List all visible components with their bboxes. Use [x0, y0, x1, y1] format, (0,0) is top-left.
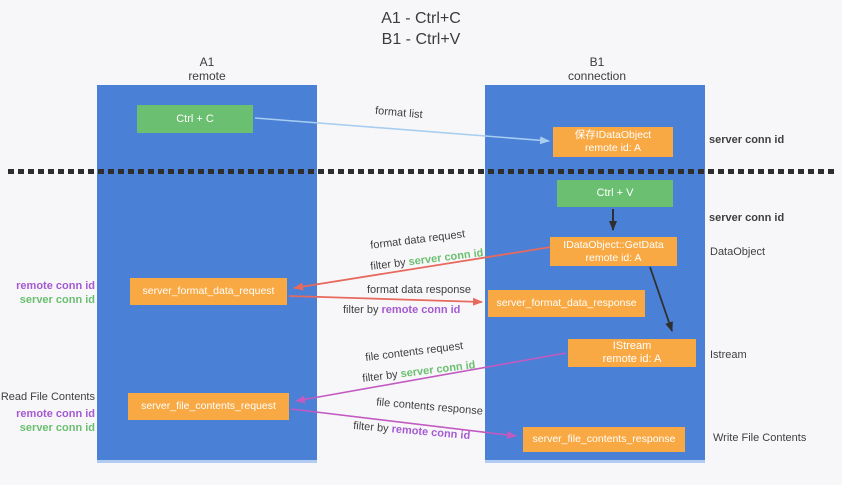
node-server-format-data-response: server_format_data_response [488, 290, 645, 317]
left-label-server-conn-id-1: server conn id [19, 294, 95, 306]
left-label-block-file: Read File Contents remote conn id server… [0, 390, 95, 435]
lane-b1-subtitle: connection [567, 69, 627, 83]
lane-b1-name: B1 [589, 55, 605, 69]
right-label-server-conn-id-top: server conn id [709, 134, 785, 146]
node-istream-line1: IStream [612, 340, 652, 352]
node-ctrl-c: Ctrl + C [137, 105, 253, 133]
edge-label-filter-by-server-conn-id-1: filter by server conn id [370, 247, 484, 273]
right-label-istream: Istream [710, 349, 747, 361]
remote-conn-id-text: remote conn id [381, 304, 461, 316]
node-server-format-data-response-label: server_format_data_response [496, 297, 637, 309]
node-getdata-line2: remote id: A [585, 251, 642, 264]
right-label-write-file-contents: Write File Contents [713, 432, 807, 444]
node-save-idataobject: 保存IDataObject remote id: A [553, 127, 673, 157]
edge-label-filter-by-remote-conn-id-2: filter by remote conn id [353, 420, 471, 442]
edge-label-format-data-request: format data request [369, 228, 466, 252]
filter-by-text: filter by [343, 304, 379, 316]
node-server-file-contents-request: server_file_contents_request [128, 393, 289, 420]
left-label-remote-conn-id-2: remote conn id [16, 408, 95, 420]
server-conn-id-text: server conn id [407, 247, 485, 269]
lane-header-a1: A1 remote [147, 55, 267, 83]
dotted-divider-line [8, 169, 836, 174]
right-label-dataobject: DataObject [710, 246, 766, 258]
node-server-format-data-request-label: server_format_data_request [142, 285, 275, 297]
node-getdata-line1: IDataObject::GetData [563, 238, 664, 251]
node-istream-line2: remote id: A [602, 353, 662, 365]
left-label-server-conn-id-2: server conn id [19, 422, 95, 434]
lane-a1-name: A1 [199, 55, 215, 69]
right-label-server-conn-id-mid: server conn id [709, 212, 785, 224]
node-server-format-data-request: server_format_data_request [130, 278, 287, 305]
node-server-file-contents-request-label: server_file_contents_request [141, 400, 276, 412]
edge-label-format-data-response: format data response [367, 284, 471, 296]
left-label-read-file-contents: Read File Contents [0, 391, 95, 403]
edge-label-format-list: format list [374, 104, 424, 122]
edge-label-filter-by-server-conn-id-2: filter by server conn id [362, 359, 476, 385]
edge-label-file-contents-request: file contents request [364, 340, 464, 364]
node-server-file-contents-response-label: server_file_contents_response [532, 433, 676, 445]
node-save-idataobject-line2: remote id: A [584, 142, 642, 154]
node-ctrl-v: Ctrl + V [557, 180, 673, 207]
remote-conn-id-text: remote conn id [391, 423, 471, 443]
node-server-file-contents-response: server_file_contents_response [523, 427, 685, 452]
diagram-title: A1 - Ctrl+C B1 - Ctrl+V [0, 8, 842, 50]
edge-label-file-contents-response: file contents response [375, 396, 484, 418]
title-line-1: A1 - Ctrl+C [381, 10, 461, 27]
left-label-remote-conn-id-1: remote conn id [16, 280, 95, 292]
lane-header-b1: B1 connection [537, 55, 657, 83]
lane-a1-subtitle: remote [188, 69, 226, 83]
node-ctrl-v-label: Ctrl + V [596, 187, 634, 199]
left-label-block-format: remote conn id server conn id [0, 279, 95, 307]
node-ctrl-c-label: Ctrl + C [176, 112, 214, 125]
arrow-format-data-response [288, 295, 483, 306]
server-conn-id-text: server conn id [399, 359, 477, 381]
node-idataobject-getdata: IDataObject::GetData remote id: A [550, 237, 677, 266]
node-save-idataobject-line1: 保存IDataObject [574, 129, 652, 141]
filter-by-text: filter by [352, 419, 390, 435]
title-line-2: B1 - Ctrl+V [381, 31, 461, 48]
filter-by-text: filter by [361, 368, 399, 385]
edge-label-filter-by-remote-conn-id-1: filter by remote conn id [343, 304, 460, 316]
filter-by-text: filter by [369, 256, 407, 273]
node-istream: IStream remote id: A [568, 339, 696, 367]
